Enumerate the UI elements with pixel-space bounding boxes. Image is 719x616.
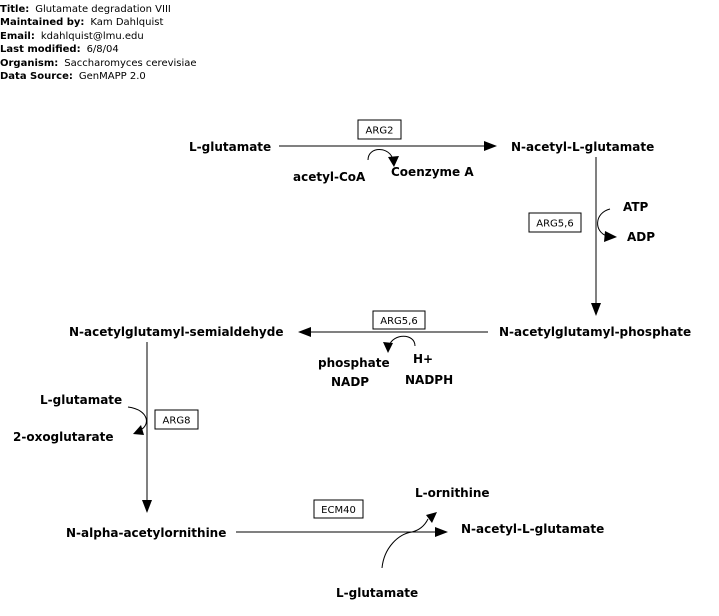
header-organism-row: Organism: Saccharomyces cerevisiae: [0, 57, 197, 70]
header-title-row: Title: Glutamate degradation VIII: [0, 3, 197, 16]
gene-label-ecm40[interactable]: ECM40: [321, 505, 356, 516]
gene-label-arg2[interactable]: ARG2: [366, 126, 394, 137]
email-value: kdahlquist@lmu.edu: [40, 30, 144, 42]
metabolite-l-ornithine[interactable]: L-ornithine: [415, 486, 490, 500]
source-value: GenMAPP 2.0: [78, 71, 146, 83]
metabolite-phosphate[interactable]: phosphate: [318, 356, 390, 370]
modified-label: Last modified:: [0, 44, 81, 56]
metabolite-n-acetyl-l-glutamate-2[interactable]: N-acetyl-L-glutamate: [461, 522, 604, 536]
gene-label-arg56-b[interactable]: ARG5,6: [380, 316, 417, 327]
arrowhead-acetylornithine: [142, 500, 152, 513]
arrowhead-acetylglutamate: [484, 141, 497, 151]
arrowhead-n-acetyl-l-glutamate-2: [435, 527, 448, 537]
gene-label-arg56-a[interactable]: ARG5,6: [536, 219, 573, 230]
maintained-value: Kam Dahlquist: [90, 17, 164, 29]
header-modified-row: Last modified: 6/8/04: [0, 43, 197, 56]
metabolite-n-acetylglutamyl-phosphate[interactable]: N-acetylglutamyl-phosphate: [499, 325, 691, 339]
metabolite-n-acetyl-l-glutamate-1[interactable]: N-acetyl-L-glutamate: [511, 140, 654, 154]
arrowhead-nadp: [383, 342, 393, 353]
email-label: Email:: [0, 30, 35, 42]
metabolite-nadph[interactable]: NADPH: [405, 373, 453, 387]
maintained-label: Maintained by:: [0, 17, 85, 29]
metabolite-adp[interactable]: ADP: [627, 230, 655, 244]
gene-label-arg8[interactable]: ARG8: [163, 416, 191, 427]
organism-label: Organism:: [0, 57, 59, 69]
arrowhead-adp: [604, 231, 617, 242]
header-email-row: Email: kdahlquist@lmu.edu: [0, 30, 197, 43]
gene-box-arg8[interactable]: [154, 409, 199, 430]
metabolite-l-glutamate-1[interactable]: L-glutamate: [189, 140, 271, 154]
cofactor-curve-atp: [597, 208, 611, 237]
cofactor-curve-nadph: [388, 335, 416, 347]
gene-box-arg2[interactable]: [357, 119, 402, 140]
gene-box-arg56-a[interactable]: [528, 212, 582, 233]
metabolite-n-alpha-acetylornithine[interactable]: N-alpha-acetylornithine: [66, 526, 226, 540]
header-source-row: Data Source: GenMAPP 2.0: [0, 70, 197, 83]
modified-value: 6/8/04: [86, 44, 119, 56]
cofactor-curve-glutamate: [127, 406, 147, 431]
gene-box-ecm40[interactable]: [313, 499, 364, 519]
arrowhead-ornithine: [426, 512, 437, 523]
metabolite-l-glutamate-2[interactable]: L-glutamate: [40, 393, 122, 407]
metabolite-acetyl-coa[interactable]: acetyl-CoA: [293, 170, 366, 184]
metabolite-atp[interactable]: ATP: [623, 200, 649, 214]
title-label: Title:: [0, 4, 30, 15]
title-value: Glutamate degradation VIII: [35, 4, 171, 15]
organism-value: Saccharomyces cerevisiae: [64, 57, 197, 69]
metabolite-coenzyme-a[interactable]: Coenzyme A: [391, 165, 474, 179]
cofactor-curve-ornithine: [381, 518, 429, 569]
metabolite-nadp[interactable]: NADP: [331, 375, 369, 389]
header-maintainer-row: Maintained by: Kam Dahlquist: [0, 16, 197, 29]
metabolite-n-acetylglutamyl-semialdehyde[interactable]: N-acetylglutamyl-semialdehyde: [69, 325, 283, 339]
arrowhead-semialdehyde: [298, 327, 311, 337]
arrowhead-acetylglutamyl-phosphate: [591, 303, 601, 316]
arrowhead-oxoglutarate: [133, 425, 144, 435]
metabolite-2-oxoglutarate[interactable]: 2-oxoglutarate: [13, 430, 114, 444]
metabolite-h-plus[interactable]: H+: [413, 352, 433, 366]
metabolite-l-glutamate-3[interactable]: L-glutamate: [336, 586, 418, 600]
gene-box-arg56-b[interactable]: [372, 310, 426, 330]
arrowhead-coenzyme-a: [388, 156, 399, 167]
pathway-header: Title: Glutamate degradation VIII Maintai…: [0, 3, 197, 83]
source-label: Data Source:: [0, 71, 73, 83]
